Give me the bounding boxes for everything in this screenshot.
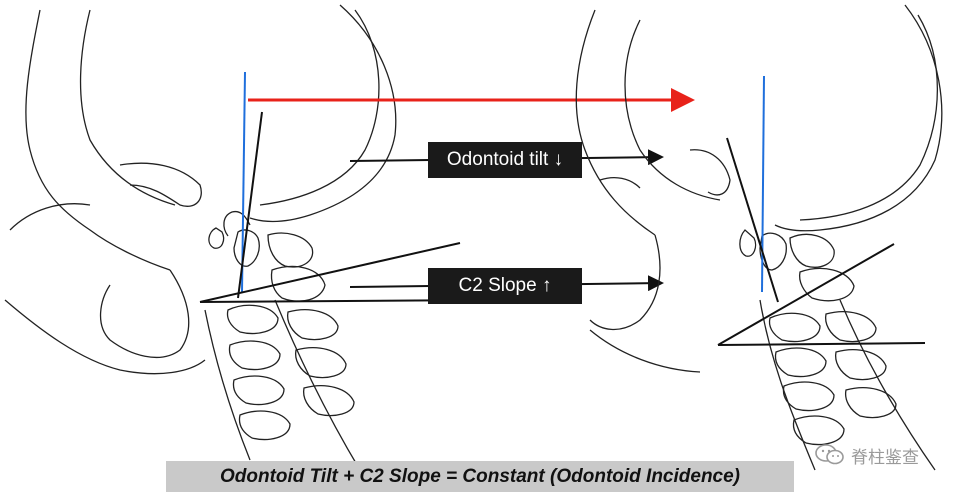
left-c2-endplate-line	[199, 242, 461, 303]
wechat-icon	[815, 444, 844, 465]
right-skull-outline	[575, 4, 943, 471]
right-c2-endplate-line	[717, 243, 895, 346]
watermark-text: 脊柱鉴查	[851, 447, 919, 468]
right-vertical-reference-line	[761, 75, 765, 293]
watermark: 脊柱鉴查	[815, 440, 919, 470]
left-odontoid-axis-line	[237, 111, 263, 299]
caption-bar: Odontoid Tilt + C2 Slope = Constant (Odo…	[166, 461, 794, 492]
right-odontoid-axis-line	[726, 137, 779, 303]
odontoid-tilt-label: Odontoid tilt ↓	[428, 142, 582, 178]
caption-text: Odontoid Tilt + C2 Slope = Constant (Odo…	[219, 465, 741, 487]
right-horizontal-line	[717, 342, 926, 346]
left-skull-outline	[4, 4, 397, 471]
c2-slope-label: C2 Slope ↑	[428, 268, 582, 304]
